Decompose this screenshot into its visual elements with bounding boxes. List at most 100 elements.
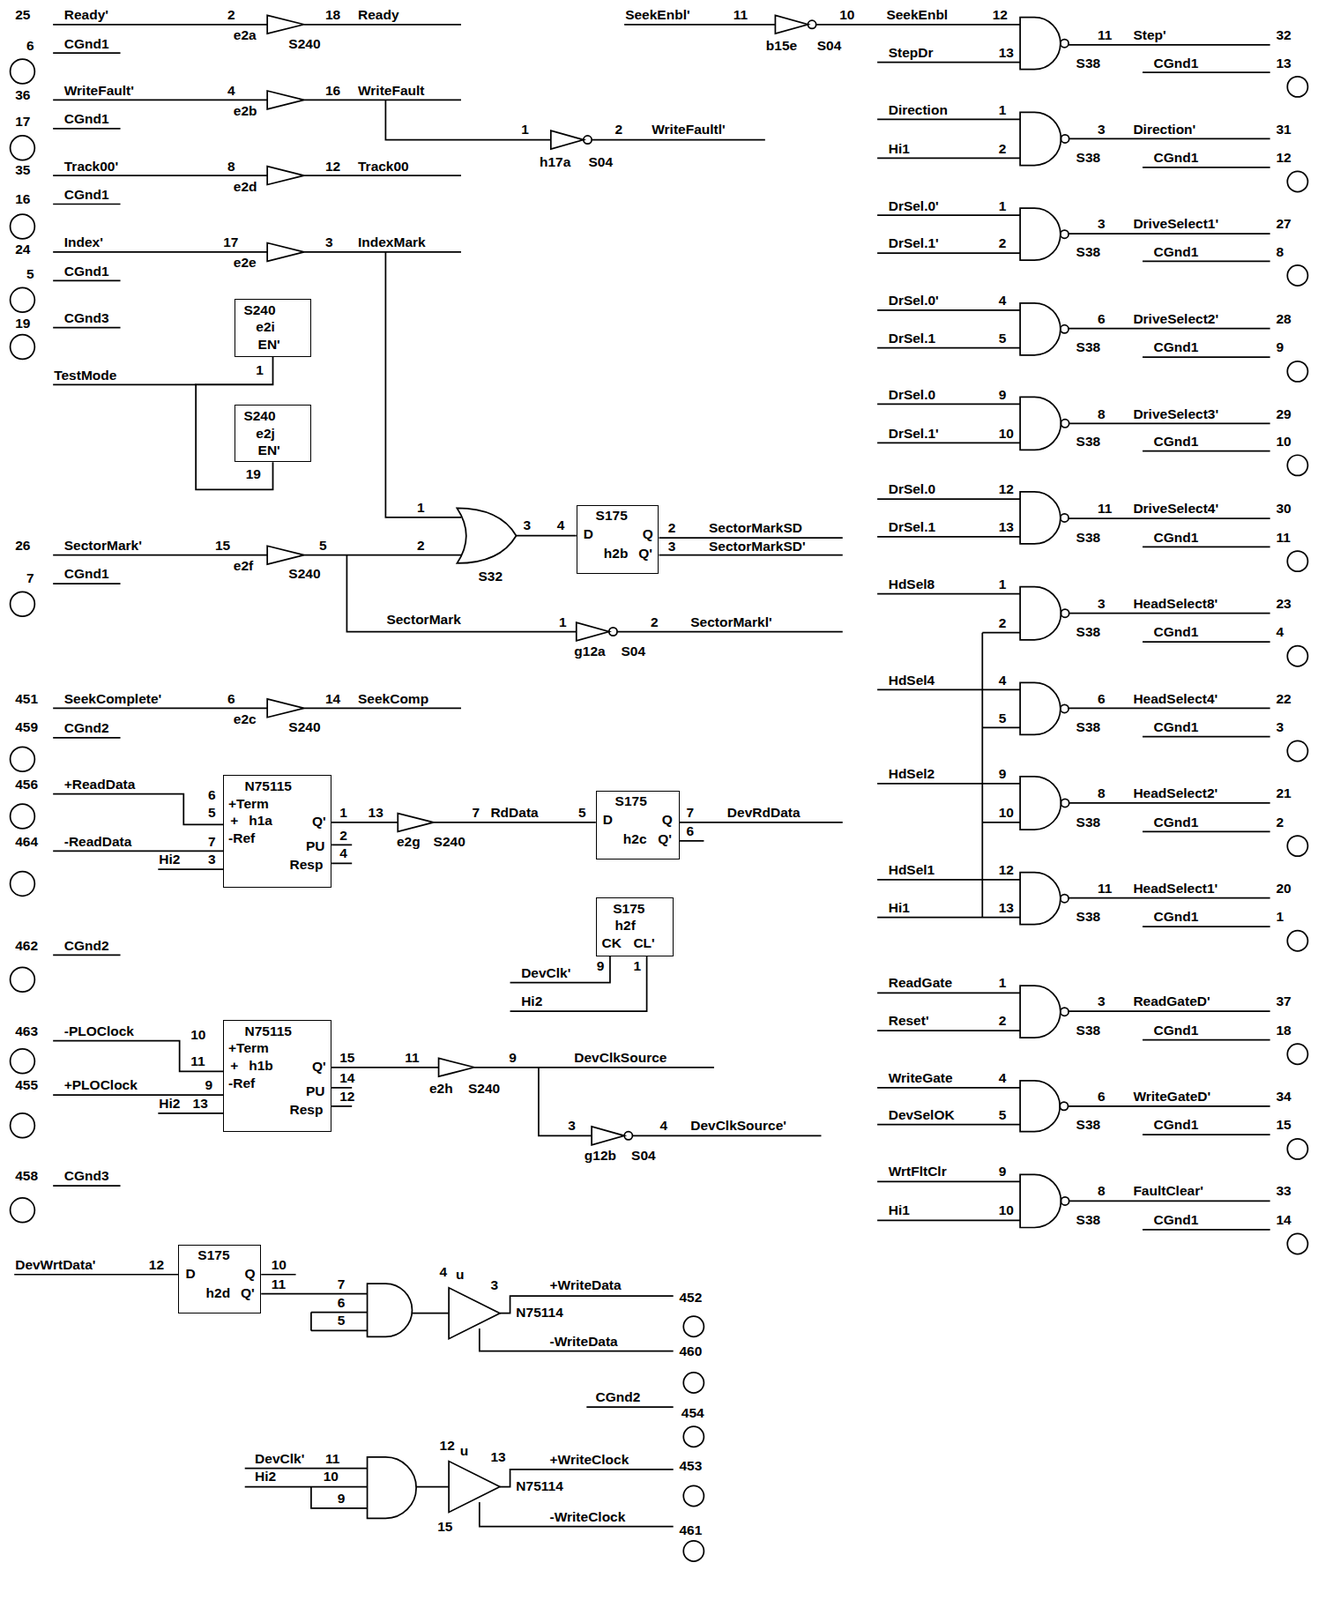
signal-wire xyxy=(877,403,1270,451)
connector-symbol xyxy=(683,1541,704,1562)
signal-label: 4 xyxy=(439,1265,449,1280)
chip-text: h1a xyxy=(248,813,273,828)
chip-text: PU xyxy=(305,839,326,854)
signal-label: 13 xyxy=(1274,56,1292,71)
connector-symbols xyxy=(10,59,705,1562)
chip-text: EN' xyxy=(258,337,281,352)
signal-label: ReadGate xyxy=(887,975,954,991)
nand-gate-symbol xyxy=(1020,111,1061,165)
signal-label: -WriteData xyxy=(549,1334,619,1349)
chip-text: -Ref xyxy=(228,831,255,846)
signal-label: S38 xyxy=(1075,815,1103,830)
signal-label: b15e xyxy=(765,38,798,53)
signal-label: 23 xyxy=(1274,596,1292,611)
connector-symbol xyxy=(10,871,36,897)
signal-label: S32 xyxy=(477,569,505,584)
signal-label: 4 xyxy=(997,293,1008,308)
signal-label: 13 xyxy=(997,901,1015,916)
signal-label: Track00 xyxy=(357,159,410,174)
signal-label: 22 xyxy=(1274,692,1292,707)
signal-wires xyxy=(14,24,1021,1527)
signal-label: e2f xyxy=(232,558,254,574)
signal-wire xyxy=(877,498,1270,547)
signal-label: CGnd1 xyxy=(1153,245,1200,260)
inverter-bubble xyxy=(1060,39,1069,48)
nand-gate-symbol xyxy=(1020,208,1061,261)
signal-label: 458 xyxy=(14,1169,39,1184)
signal-label: CGnd1 xyxy=(1153,815,1200,830)
signal-label: 2 xyxy=(614,122,625,137)
signal-label: 12 xyxy=(997,863,1015,878)
signal-wire xyxy=(877,1087,1270,1135)
signal-label: S38 xyxy=(1075,56,1103,71)
signal-label: N75114 xyxy=(514,1305,564,1320)
signal-label: CGnd2 xyxy=(595,1390,642,1405)
chip-text: CK xyxy=(602,936,622,951)
signal-label: 5 xyxy=(318,538,328,553)
signal-label: CGnd1 xyxy=(63,37,111,52)
connector-symbol xyxy=(1287,551,1308,572)
signal-wire xyxy=(877,215,1270,261)
signal-label: 37 xyxy=(1274,994,1292,1009)
chip-text: PU xyxy=(305,1084,326,1099)
connector-symbol xyxy=(1287,1139,1308,1160)
signal-label: S38 xyxy=(1075,1117,1103,1132)
buffer-symbol xyxy=(397,813,433,833)
nand-gate-symbol xyxy=(1020,1174,1061,1228)
signal-label: 11 xyxy=(189,1054,206,1069)
signal-label: e2h xyxy=(428,1081,455,1096)
signal-label: 452 xyxy=(677,1290,703,1305)
buffer-symbols xyxy=(267,14,475,1077)
signal-label: 8 xyxy=(1096,407,1107,422)
signal-label: 3 xyxy=(489,1278,499,1293)
buffer-symbol xyxy=(267,166,305,186)
signal-label: 1 xyxy=(416,500,426,515)
nand-gate-symbol xyxy=(1020,985,1061,1038)
signal-label: S38 xyxy=(1075,909,1103,924)
signal-label: Hi2 xyxy=(157,1096,181,1111)
signal-label: CGnd3 xyxy=(63,1169,111,1184)
signal-label: DevClk' xyxy=(520,966,572,981)
signal-label: S38 xyxy=(1075,625,1103,640)
connector-symbol xyxy=(1287,361,1308,382)
signal-label: 1 xyxy=(254,363,265,378)
chip-box: N75115+Term+h1b-RefQ'PUResp xyxy=(223,1020,332,1132)
signal-label: S38 xyxy=(1075,434,1103,449)
signal-label: DrSel.0 xyxy=(887,387,937,403)
chip-text: D xyxy=(603,812,613,827)
nand-gate-symbol xyxy=(1020,682,1061,735)
signal-label: 455 xyxy=(14,1078,39,1093)
signal-label: 35 xyxy=(14,163,31,178)
nand-gate-symbol xyxy=(1020,587,1061,641)
chip-text: N75115 xyxy=(245,779,292,794)
signal-label: CGnd1 xyxy=(1153,1023,1200,1038)
signal-wire xyxy=(877,783,1270,832)
signal-label: S04 xyxy=(816,38,843,53)
signal-label: h17a xyxy=(538,155,572,170)
signal-label: 7 xyxy=(471,805,482,820)
inverter-symbol xyxy=(576,622,610,641)
signal-label: 12 xyxy=(997,482,1015,497)
signal-label: FaultClear' xyxy=(1131,1183,1204,1199)
signal-label: S240 xyxy=(287,720,321,735)
connector-symbol xyxy=(10,135,36,161)
signal-label: ReadGateD' xyxy=(1131,994,1211,1009)
signal-label: 1 xyxy=(558,615,568,630)
signal-label: S38 xyxy=(1075,530,1103,545)
inverter-symbol xyxy=(591,1126,625,1146)
signal-label: 7 xyxy=(25,571,36,586)
signal-label: DevClkSource xyxy=(573,1050,668,1065)
signal-label: 36 xyxy=(14,88,31,103)
signal-label: 10 xyxy=(997,805,1015,820)
signal-label: WriteFaultl' xyxy=(650,122,727,137)
signal-label: e2a xyxy=(232,28,258,43)
signal-label: 6 xyxy=(226,692,237,707)
connector-symbol xyxy=(10,214,36,239)
signal-label: HdSel8 xyxy=(887,577,937,592)
signal-label: 9 xyxy=(507,1050,518,1065)
signal-label: RdData xyxy=(489,805,539,820)
chip-text: Q xyxy=(245,1266,256,1281)
signal-label: 9 xyxy=(997,387,1008,403)
connector-symbol xyxy=(10,804,36,829)
signal-label: 1 xyxy=(997,199,1008,214)
